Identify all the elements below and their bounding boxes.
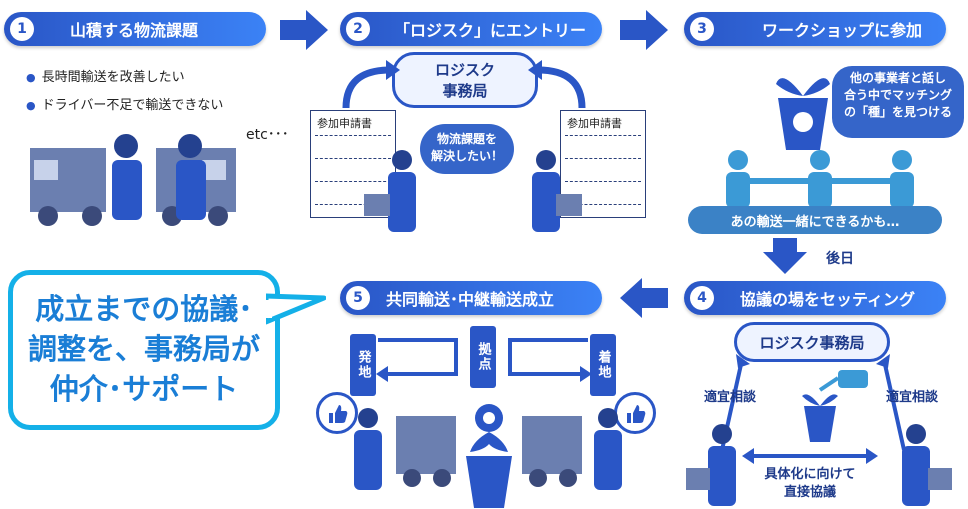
form-title: 参加申請書 — [567, 117, 622, 130]
support-callout-text: 成立までの協議･ 調整を、事務局が 仲介･サポート — [27, 292, 260, 406]
support-callout: 成立までの協議･ 調整を、事務局が 仲介･サポート — [8, 270, 280, 430]
step-number: 1 — [10, 17, 34, 41]
etc-text: etc･･･ — [246, 127, 289, 143]
arrow-left-icon — [620, 278, 668, 318]
step-number: 3 — [690, 17, 714, 41]
workshop-people-illustration — [726, 150, 914, 208]
destination-label: 着地 — [590, 334, 616, 396]
step-5-header: 5 共同輸送･中継輸送成立 — [340, 281, 602, 315]
consult-label-left: 適宜相談 — [704, 390, 757, 405]
thumbs-up-icon — [316, 392, 358, 434]
thumbs-up-icon — [329, 405, 348, 423]
step-number: 2 — [346, 17, 370, 41]
arrow-right-icon — [620, 10, 668, 50]
applicant-person-illustration — [364, 150, 582, 232]
submit-arrow-icon — [342, 60, 400, 109]
step-title: 協議の場をセッティング — [740, 290, 916, 309]
consult-arrow-icon — [876, 354, 906, 451]
office-badge: ロジスク事務局 — [734, 322, 890, 362]
watering-pot-icon — [802, 370, 868, 442]
consultant-person-illustration — [686, 424, 952, 506]
direct-talk-label: 具体化に向けて 直接協議 — [764, 467, 856, 500]
issue-bullet: ドライバー不足で輸送できない — [26, 94, 224, 113]
step-4-header: 4 協議の場をセッティング — [684, 281, 946, 315]
later-label: 後日 — [826, 251, 854, 267]
arrow-right-icon — [280, 10, 328, 50]
hub-label: 拠点 — [470, 326, 496, 388]
step-2-header: 2 「ロジスク」にエントリー — [340, 12, 602, 46]
step-title: ワークショップに参加 — [762, 21, 923, 40]
office-badge: ロジスク 事務局 — [392, 52, 538, 108]
issue-bullet: 長時間輸送を改善したい — [26, 66, 185, 85]
callout-tail — [266, 293, 326, 325]
joint-transport-illustration — [354, 404, 622, 508]
consult-label-right: 適宜相談 — [886, 390, 939, 405]
matching-speech-bubble: 他の事業者と話し 合う中でマッチング の「種」を見つける — [832, 66, 964, 138]
direct-talk-arrow-icon — [742, 448, 878, 464]
step-title: 山積する物流課題 — [70, 21, 199, 40]
seed-pot-icon — [776, 78, 830, 150]
submit-arrow-icon — [528, 60, 586, 109]
workshop-banner: あの輸送一緒にできるかも… — [688, 206, 942, 234]
step-number: 4 — [690, 286, 714, 310]
step-1-header: 1 山積する物流課題 — [4, 12, 266, 46]
step-title: 共同輸送･中継輸送成立 — [386, 290, 555, 309]
transport-route-diagram — [376, 338, 592, 382]
step-number: 5 — [346, 286, 370, 310]
origin-label: 発地 — [350, 334, 376, 396]
form-title: 参加申請書 — [317, 117, 372, 130]
step-title: 「ロジスク」にエントリー — [394, 21, 587, 40]
truck-driver-illustration — [30, 134, 236, 226]
step-3-header: 3 ワークショップに参加 — [684, 12, 946, 46]
arrow-down-icon — [763, 238, 807, 274]
thumbs-up-icon — [614, 392, 656, 434]
thumbs-up-icon — [627, 405, 646, 423]
speech-bubble: 物流課題を 解決したい！ — [420, 124, 514, 174]
application-form-right: 参加申請書 — [560, 110, 646, 218]
